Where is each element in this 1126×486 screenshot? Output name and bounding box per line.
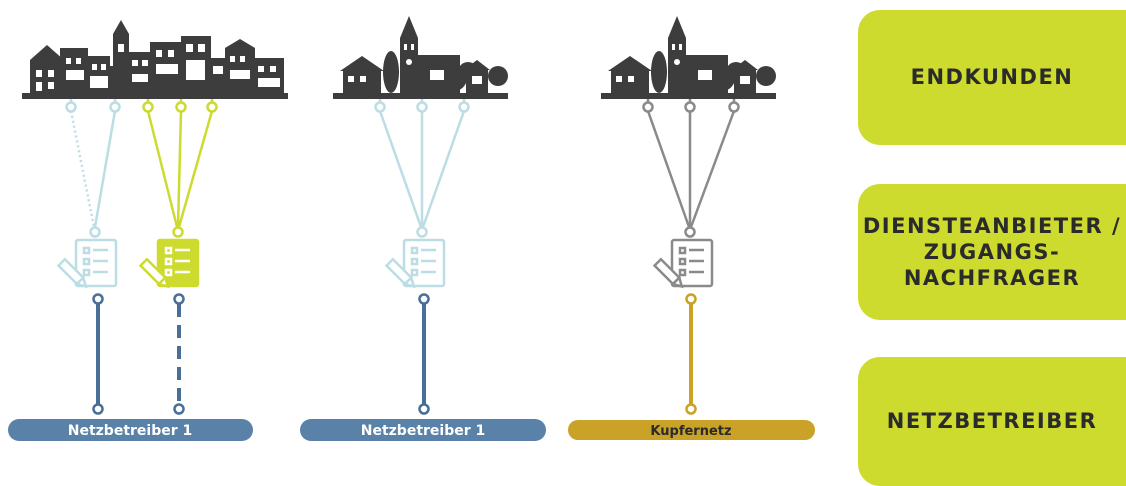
contract-icon — [652, 238, 714, 289]
network-bar-3: Kupfernetz — [568, 420, 815, 440]
role-label-diensteanbieter: DIENSTEANBIETER / ZUGANGS- NACHFRAGER — [862, 213, 1122, 291]
role-label-endkunden: ENDKUNDEN — [910, 65, 1074, 90]
customer-connections-column-1 — [65, 99, 218, 238]
network-bar-1: Netzbetreiber 1 — [8, 419, 253, 441]
city-skyline-icon — [22, 20, 288, 99]
network-connection-solid — [418, 293, 430, 415]
customer-connections-column-3 — [642, 99, 740, 238]
contract-icon — [56, 238, 118, 289]
village-icon — [333, 16, 508, 99]
network-connection-dashed — [173, 293, 185, 415]
network-connection-copper — [685, 293, 697, 415]
contract-icon — [384, 238, 446, 289]
role-box-netzbetreiber: NETZBETREIBER — [858, 357, 1126, 486]
network-bar-2: Netzbetreiber 1 — [300, 419, 546, 441]
network-label: Netzbetreiber 1 — [361, 423, 486, 439]
role-label-netzbetreiber: NETZBETREIBER — [886, 409, 1098, 434]
customer-connections-column-2 — [374, 99, 470, 238]
network-label: Kupfernetz — [650, 424, 731, 439]
role-box-endkunden: ENDKUNDEN — [858, 10, 1126, 145]
role-box-diensteanbieter: DIENSTEANBIETER / ZUGANGS- NACHFRAGER — [858, 184, 1126, 320]
network-connection-solid — [92, 293, 104, 415]
contract-icon — [138, 238, 200, 289]
network-label: Netzbetreiber 1 — [68, 423, 193, 439]
village-icon — [601, 16, 776, 99]
